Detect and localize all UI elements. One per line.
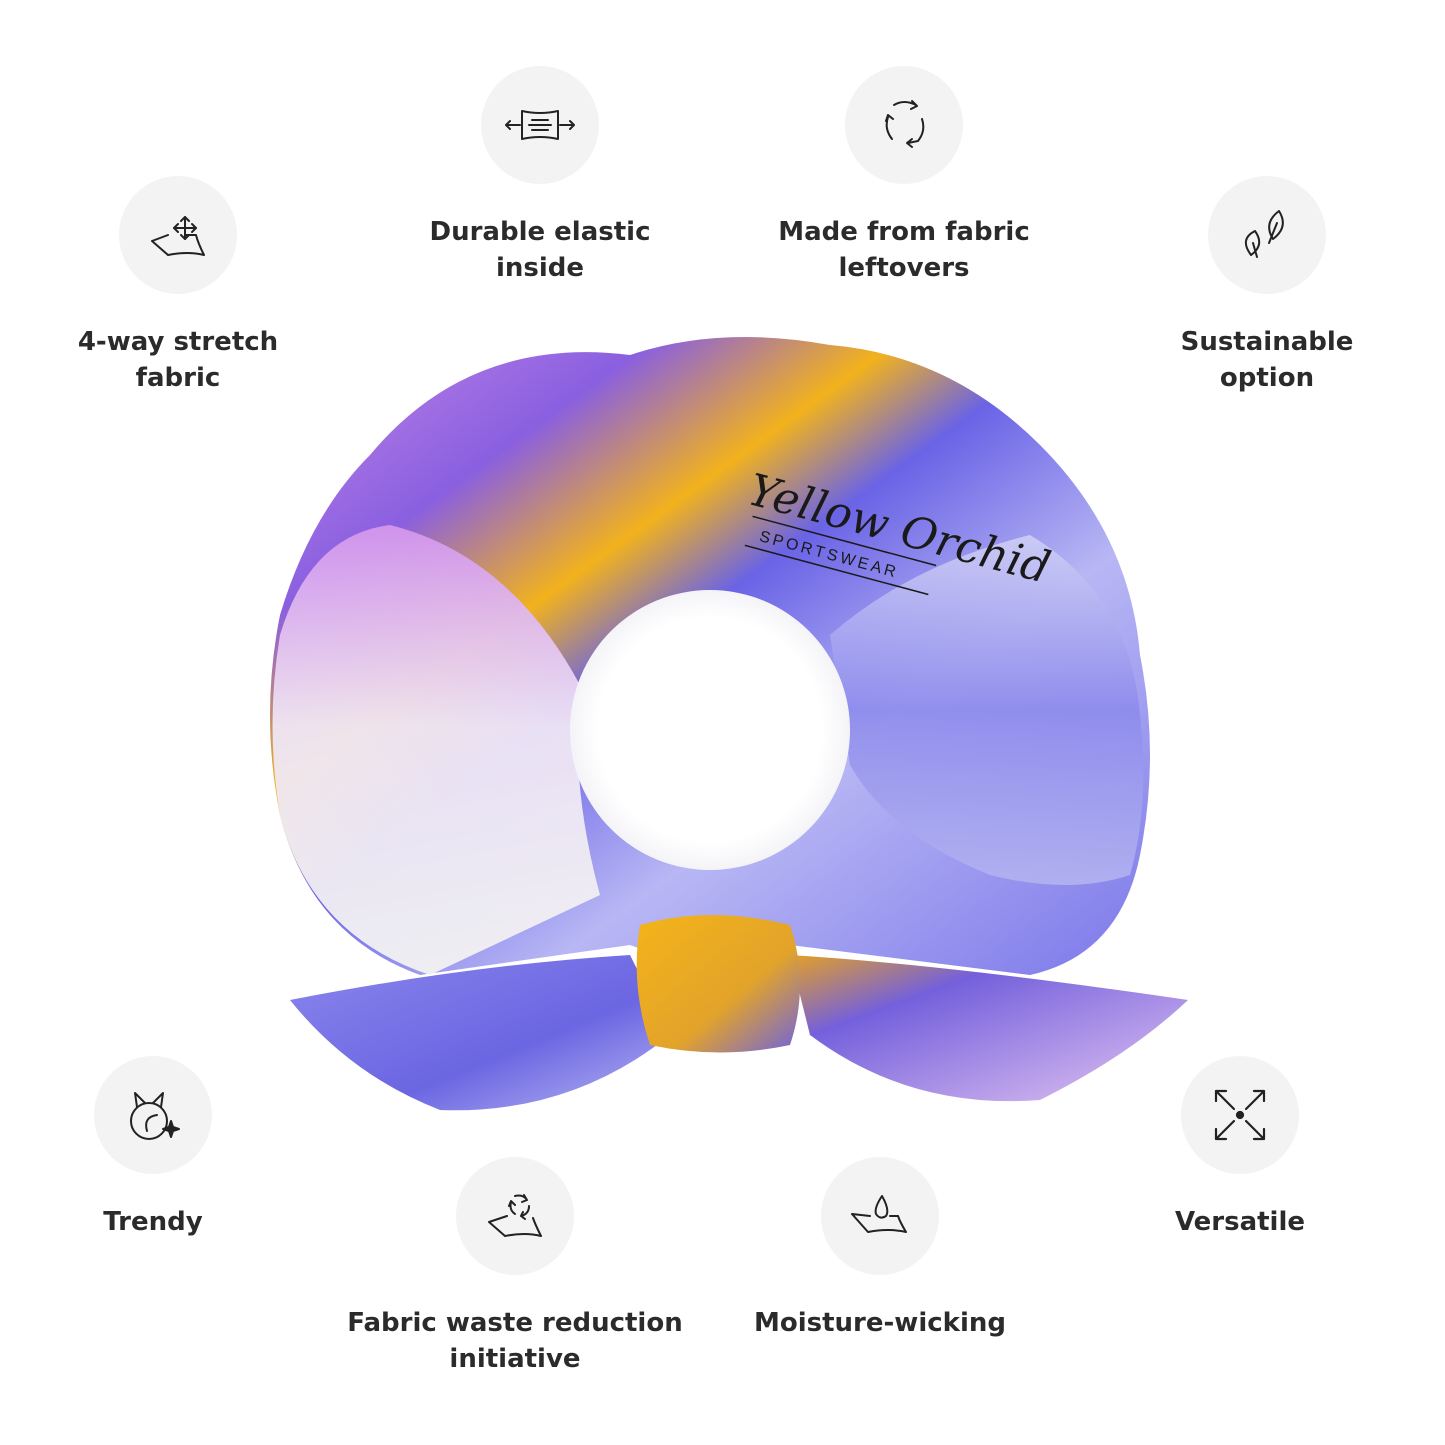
feature-versatile: Versatile <box>1070 1056 1410 1240</box>
feature-4-way-stretch: 4-way stretch fabric <box>8 176 348 396</box>
feature-moisture-wicking: Moisture-wicking <box>710 1157 1050 1341</box>
feature-label: 4-way stretch fabric <box>77 327 279 393</box>
leaves-icon <box>1244 210 1284 258</box>
bow-left <box>290 955 670 1111</box>
fabric-recycle-icon <box>488 1194 542 1237</box>
icon-circle <box>821 1157 939 1275</box>
feature-durable-elastic: Durable elastic inside <box>370 66 710 286</box>
icon-circle <box>1208 176 1326 294</box>
scrunchie-hole <box>570 590 850 870</box>
icon-circle <box>845 66 963 184</box>
recycle-icon <box>885 100 925 148</box>
icon-circle <box>1181 1056 1299 1174</box>
bow-right <box>790 955 1188 1102</box>
icon-circle <box>94 1056 212 1174</box>
trendy-icon <box>130 1092 180 1140</box>
elastic-band-icon <box>505 110 575 140</box>
feature-fabric-waste-reduction: Fabric waste reduction initiative <box>345 1157 685 1377</box>
feature-trendy: Trendy <box>0 1056 323 1240</box>
feature-label: Sustainable option <box>1180 327 1354 393</box>
icon-circle <box>456 1157 574 1275</box>
feature-fabric-leftovers: Made from fabric leftovers <box>734 66 1074 286</box>
feature-label: Versatile <box>1174 1207 1306 1237</box>
feature-label: Fabric waste reduction initiative <box>347 1308 683 1374</box>
expand-arrows-icon <box>1214 1089 1266 1141</box>
icon-circle <box>119 176 237 294</box>
icon-circle <box>481 66 599 184</box>
feature-label: Trendy <box>103 1207 203 1237</box>
feature-label: Made from fabric leftovers <box>778 217 1030 283</box>
water-drop-icon <box>851 1195 907 1233</box>
feature-sustainable: Sustainable option <box>1097 176 1437 396</box>
feature-label: Moisture-wicking <box>754 1308 1006 1338</box>
feature-label: Durable elastic inside <box>429 217 651 283</box>
stretch-fabric-icon <box>151 216 205 256</box>
bow-knot <box>636 915 800 1053</box>
scrunchie-product-image: Yellow Orchid SPORTSWEAR <box>270 337 1188 1111</box>
